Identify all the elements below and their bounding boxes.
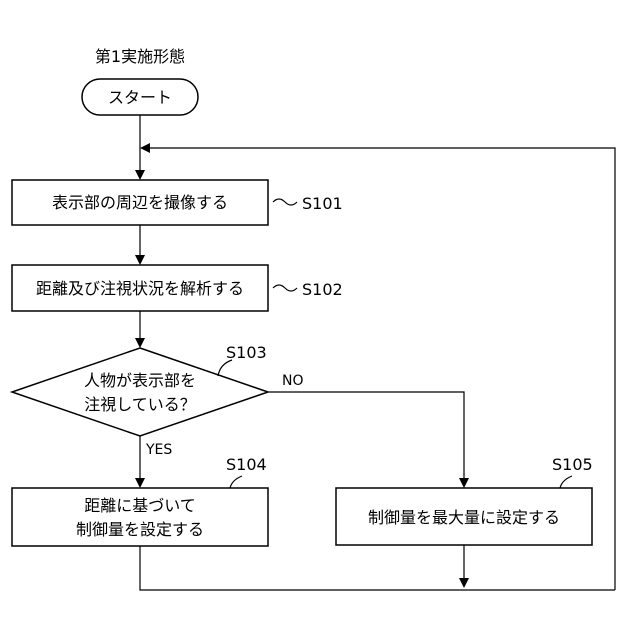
s101-text: 表示部の周辺を撮像する xyxy=(52,193,228,212)
s101-tag: S101 xyxy=(302,194,343,213)
arrowhead xyxy=(459,578,469,588)
arrowhead xyxy=(140,143,150,153)
connector-no-branch xyxy=(268,392,464,480)
arrowhead xyxy=(135,170,145,180)
arrowhead xyxy=(135,338,145,348)
arrowhead xyxy=(135,478,145,488)
s103-text-line1: 人物が表示部を xyxy=(84,371,196,390)
tag-leader xyxy=(560,476,572,488)
s104-tag: S104 xyxy=(226,455,267,474)
s103-text-line2: 注視している？ xyxy=(84,395,196,414)
s102-text: 距離及び注視状況を解析する xyxy=(36,279,244,298)
tag-leader xyxy=(230,476,242,488)
arrowhead xyxy=(459,478,469,488)
s102-tag: S102 xyxy=(302,280,343,299)
yes-branch-label: YES xyxy=(145,442,172,458)
s105-tag: S105 xyxy=(552,455,593,474)
s104-text-line1: 距離に基づいて xyxy=(84,496,196,515)
start-label: スタート xyxy=(108,88,172,107)
s105-text: 制御量を最大量に設定する xyxy=(368,508,560,527)
tilde-leader xyxy=(273,285,297,291)
s103-tag: S103 xyxy=(226,343,267,362)
tag-leader xyxy=(218,360,232,376)
embodiment-title: 第1実施形態 xyxy=(95,47,185,66)
no-branch-label: NO xyxy=(282,373,304,389)
s104-text-line2: 制御量を設定する xyxy=(76,520,204,539)
connector-merge-bottom xyxy=(140,546,615,590)
tilde-leader xyxy=(273,199,297,205)
arrowhead xyxy=(135,255,145,265)
